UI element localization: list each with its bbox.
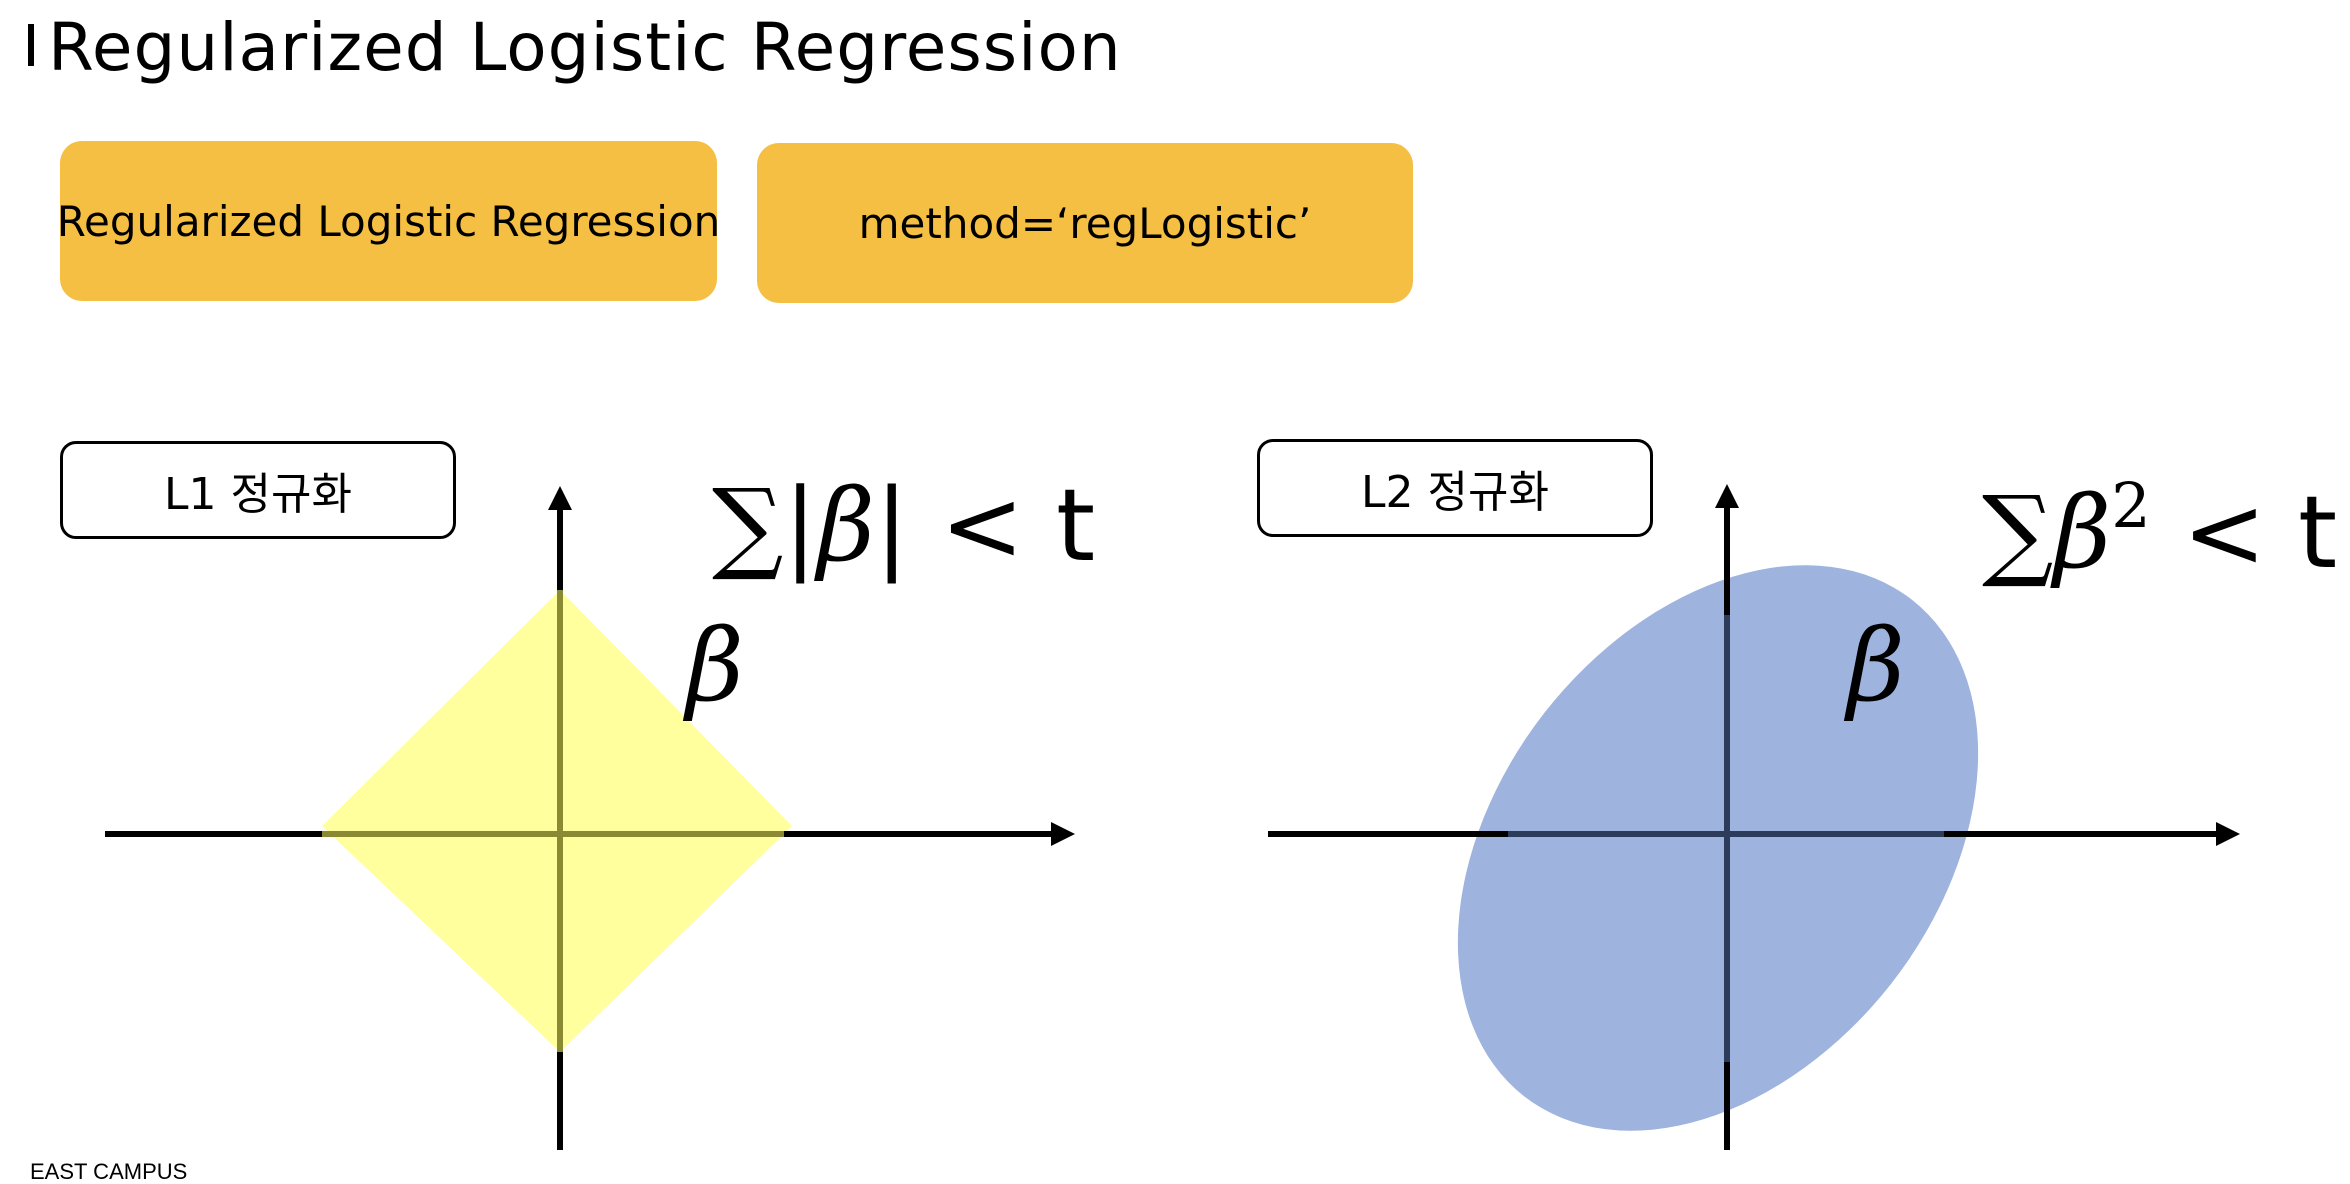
l1-constraint-beta: β (813, 467, 875, 584)
model-name-tag: Regularized Logistic Regression (57, 141, 720, 301)
l2-y-axis-arrowhead (1715, 484, 1739, 508)
l2-beta-label: β (1843, 607, 1905, 724)
l1-y-axis-arrowhead (548, 486, 572, 510)
title-accent-bar (28, 24, 34, 66)
method-tag: method=‘regLogistic’ (757, 143, 1413, 303)
footer-text: EAST CAMPUS (30, 1159, 188, 1184)
l2-constraint-beta: β (2049, 474, 2111, 591)
l2-x-axis-arrowhead (2216, 822, 2240, 846)
l2-constraint-tail: < t (2151, 474, 2338, 591)
l1-constraint-formula: ∑|β| < t (712, 467, 1095, 584)
l2-sum-symbol: ∑ (1982, 474, 2053, 591)
l1-x-axis-arrowhead (1051, 822, 1075, 846)
l1-constraint-tail: | < t (875, 467, 1095, 584)
l2-ellipse-region (1457, 565, 1979, 1131)
l1-beta-label: β (682, 607, 744, 724)
l1-sum-symbol: ∑| (712, 467, 817, 584)
l1-label-box: L1 정규화 (60, 441, 456, 539)
l2-constraint-formula: ∑β2 < t (1982, 469, 2337, 591)
l2-constraint-exponent: 2 (2111, 469, 2150, 542)
page-title: Regularized Logistic Regression (48, 9, 1122, 86)
l2-label-box: L2 정규화 (1257, 439, 1653, 537)
